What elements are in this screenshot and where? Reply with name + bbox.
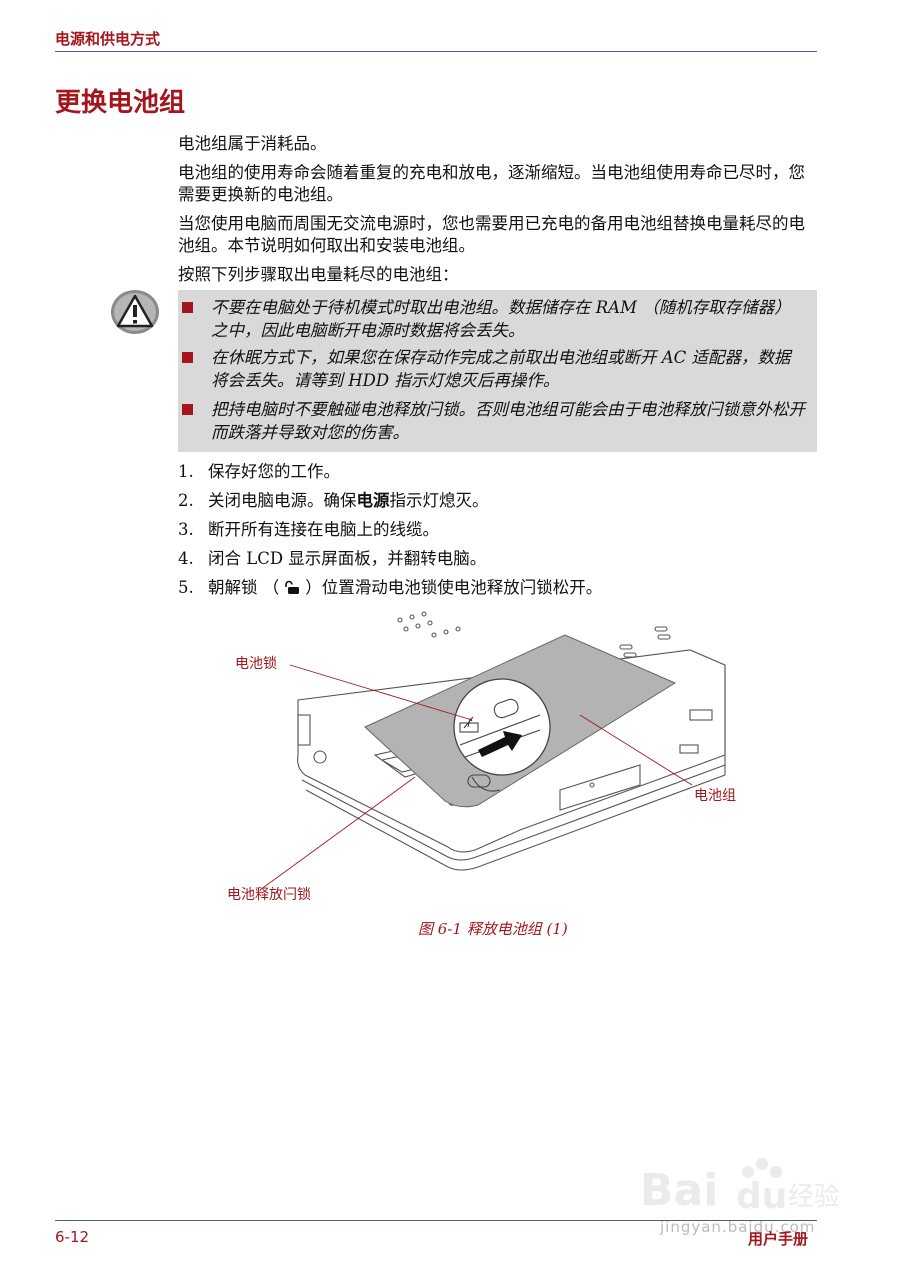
list-item: 4. 闭合 LCD 显示屏面板，并翻转电脑。 <box>178 545 818 574</box>
bullet-square-icon <box>182 302 193 313</box>
step-text: 保存好您的工作。 <box>208 462 340 481</box>
step-text-part: ）位置滑动电池锁使电池释放闩锁松开。 <box>305 578 603 597</box>
svg-text:Bai: Bai <box>640 1165 718 1216</box>
list-item: 2. 关闭电脑电源。确保电源指示灯熄灭。 <box>178 487 818 516</box>
step-text: 朝解锁 （ ）位置滑动电池锁使电池释放闩锁松开。 <box>208 577 602 599</box>
running-header: 电源和供电方式 <box>55 30 161 48</box>
warning-box: 不要在电脑处于待机模式时取出电池组。数据储存在 RAM （随机存取存储器）之中，… <box>178 290 817 452</box>
intro-text: 电池组属于消耗品。 电池组的使用寿命会随着重复的充电和放电，逐渐缩短。当电池组使… <box>178 133 818 293</box>
svg-text:经验: 经验 <box>788 1182 840 1212</box>
warning-text: 把持电脑时不要触碰电池释放闩锁。否则电池组可能会由于电池释放闩锁意外松开而跌落并… <box>211 400 805 442</box>
warning-icon <box>111 290 159 334</box>
step-text-part: 关闭电脑电源。确保 <box>208 491 357 510</box>
step-text: 闭合 LCD 显示屏面板，并翻转电脑。 <box>208 549 487 568</box>
bullet-square-icon <box>182 352 193 363</box>
unlock-icon <box>285 580 300 594</box>
footer-manual-title: 用户手册 <box>748 1230 809 1248</box>
steps-list: 1. 保存好您的工作。 2. 关闭电脑电源。确保电源指示灯熄灭。 3. 断开所有… <box>178 458 818 603</box>
release-latch-label: 电池释放闩锁 <box>227 887 311 903</box>
paragraph: 电池组的使用寿命会随着重复的充电和放电，逐渐缩短。当电池组使用寿命已尽时，您需要… <box>178 163 805 204</box>
battery-release-illustration <box>259 611 726 891</box>
power-label: 电源 <box>356 491 390 510</box>
battery-lock-label: 电池锁 <box>235 656 277 672</box>
page-title: 更换电池组 <box>55 88 186 118</box>
warning-text: 不要在电脑处于待机模式时取出电池组。数据储存在 RAM （随机存取存储器）之中，… <box>211 298 791 340</box>
bullet-square-icon <box>182 404 193 415</box>
paragraph: 当您使用电脑而周围无交流电源时，您也需要用已充电的备用电池组替换电量耗尽的电池组… <box>178 214 805 255</box>
watermark-url: jingyan.baidu.com <box>660 1218 816 1236</box>
step-text-part: 朝解锁 （ <box>208 578 280 597</box>
list-item: 1. 保存好您的工作。 <box>178 458 818 487</box>
step-text: 关闭电脑电源。确保电源指示灯熄灭。 <box>208 490 489 512</box>
step-number: 5. <box>178 578 194 597</box>
page-number: 6-12 <box>55 1228 90 1246</box>
step-text-part: 指示灯熄灭。 <box>389 491 489 510</box>
warning-text: 在休眠方式下，如果您在保存动作完成之前取出电池组或断开 AC 适配器，数据将会丢… <box>211 348 791 390</box>
step-number: 2. <box>178 491 194 510</box>
svg-text:du: du <box>736 1176 787 1217</box>
header-rule <box>55 51 817 52</box>
figure-caption: 图 6-1 释放电池组 (1) <box>418 920 568 938</box>
paragraph: 电池组属于消耗品。 <box>178 134 327 153</box>
list-item: 5. 朝解锁 （ ）位置滑动电池锁使电池释放闩锁松开。 <box>178 574 818 603</box>
step-text: 断开所有连接在电脑上的线缆。 <box>208 520 439 539</box>
battery-pack-label: 电池组 <box>694 788 736 804</box>
list-item: 3. 断开所有连接在电脑上的线缆。 <box>178 516 818 545</box>
step-number: 3. <box>178 520 194 539</box>
step-number: 1. <box>178 462 194 481</box>
baidu-watermark-logo: Bai du 经验 <box>640 1158 840 1217</box>
paragraph: 按照下列步骤取出电量耗尽的电池组： <box>178 265 459 284</box>
footer-rule <box>55 1220 817 1221</box>
step-number: 4. <box>178 549 194 568</box>
